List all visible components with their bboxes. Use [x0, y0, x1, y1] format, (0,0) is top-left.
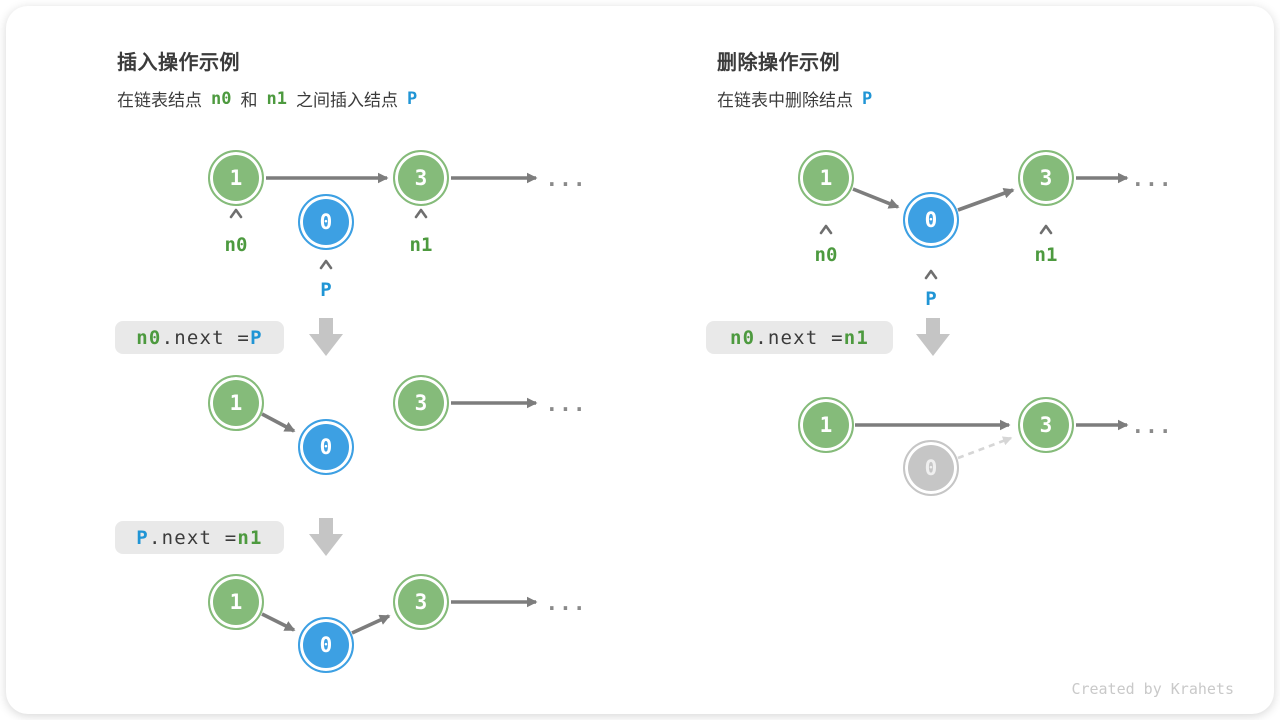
code-token-n0: n0: [136, 326, 162, 349]
list-node-p-removed: 0: [903, 440, 959, 496]
diagram-canvas: 插入操作示例 在链表结点 n0 和 n1 之间插入结点 P 1 3 0 ... …: [6, 6, 1274, 714]
pointer-label-n1: n1: [1034, 244, 1058, 266]
ellipsis: ...: [545, 166, 587, 191]
list-node-3: 3: [393, 574, 449, 630]
list-node-3: 3: [1018, 397, 1074, 453]
down-arrow-icon: [309, 518, 343, 556]
list-node-1: 1: [208, 574, 264, 630]
subtitle-text: 和: [240, 91, 258, 110]
list-node-p: 0: [903, 192, 959, 248]
subtitle-text: 之间插入结点: [295, 91, 398, 110]
list-node-1: 1: [208, 375, 264, 431]
node-ref-p: P: [406, 88, 418, 109]
node-ref-n1: n1: [266, 88, 287, 109]
caret-up-icon: [414, 206, 428, 219]
node-ref-n0: n0: [211, 88, 232, 109]
code-text: .next =: [148, 526, 238, 549]
list-node-1: 1: [798, 397, 854, 453]
ellipsis: ...: [545, 391, 587, 416]
caret-up-icon: [229, 206, 243, 219]
insert-panel-subtitle: 在链表结点 n0 和 n1 之间插入结点 P: [117, 86, 417, 111]
caret-up-icon: [1039, 222, 1053, 235]
code-text: .next =: [755, 326, 844, 349]
arrows-layer: [261, 172, 1129, 635]
credit-text: Created by Krahets: [1071, 680, 1234, 698]
code-token-p: P: [250, 326, 263, 349]
insert-panel-title: 插入操作示例: [117, 52, 240, 74]
code-statement: n0.next = n1: [706, 321, 893, 354]
pointer-label-p: P: [925, 288, 937, 310]
delete-panel-subtitle: 在链表中删除结点 P: [717, 86, 872, 111]
caret-up-icon: [924, 267, 938, 280]
caret-up-icon: [319, 257, 333, 270]
down-arrow-icon: [309, 318, 343, 356]
code-statement: n0.next = P: [115, 321, 284, 354]
code-token-p: P: [136, 526, 149, 549]
list-node-p: 0: [298, 617, 354, 673]
list-node-3: 3: [393, 150, 449, 206]
code-text: .next =: [161, 326, 251, 349]
ellipsis: ...: [545, 590, 587, 615]
subtitle-text: 在链表中删除结点: [717, 91, 853, 110]
pointer-label-n1: n1: [409, 234, 433, 256]
code-token-n0: n0: [729, 326, 756, 349]
list-node-1: 1: [208, 150, 264, 206]
ellipsis: ...: [1131, 166, 1173, 191]
pointer-label-p: P: [320, 279, 332, 301]
subtitle-text: 在链表结点: [117, 91, 202, 110]
code-token-n1: n1: [843, 326, 870, 349]
list-node-1: 1: [798, 150, 854, 206]
delete-panel-title: 删除操作示例: [717, 52, 840, 74]
pointer-label-n0: n0: [814, 244, 838, 266]
code-token-n1: n1: [237, 526, 263, 549]
list-node-p: 0: [298, 419, 354, 475]
list-node-p: 0: [298, 194, 354, 250]
list-node-3: 3: [393, 375, 449, 431]
code-statement: P.next = n1: [115, 521, 284, 554]
pointer-label-n0: n0: [224, 234, 248, 256]
node-ref-p: P: [862, 88, 873, 109]
list-node-3: 3: [1018, 150, 1074, 206]
down-arrow-icon: [916, 318, 950, 356]
caret-up-icon: [819, 222, 833, 235]
ellipsis: ...: [1131, 413, 1173, 438]
